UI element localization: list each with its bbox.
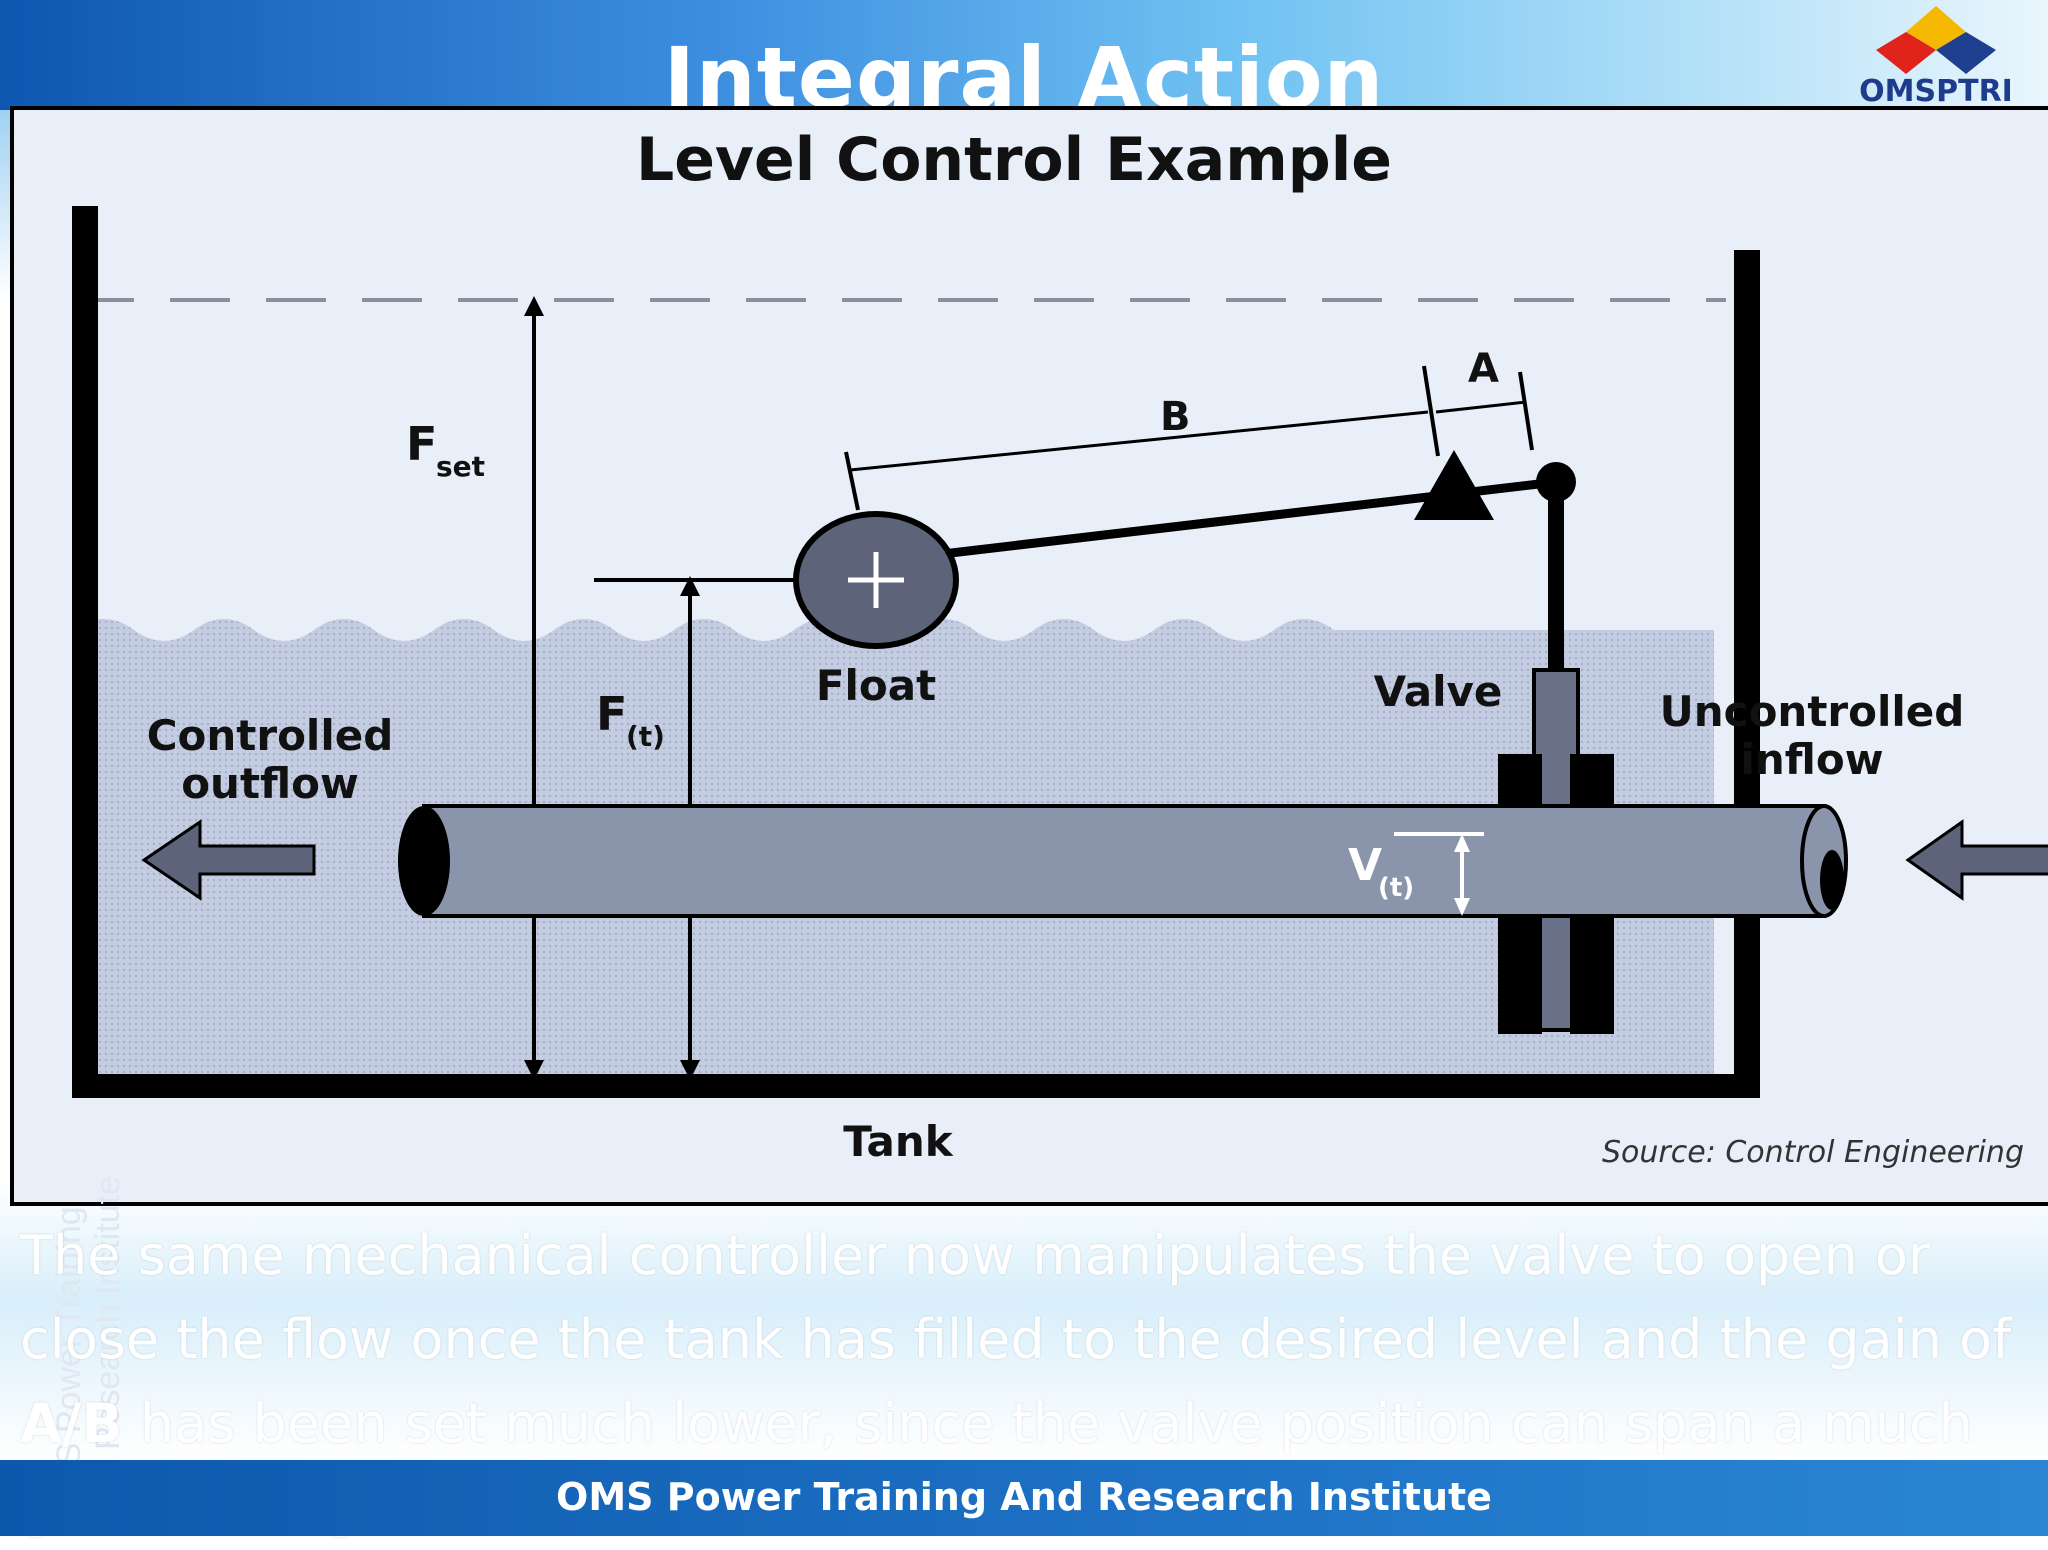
diagram-title: Level Control Example	[636, 125, 1392, 195]
dimension-tick-mid	[1422, 365, 1440, 457]
pipe-outlet-end	[398, 806, 450, 916]
controlled-outflow-label-2: outflow	[181, 759, 359, 808]
pipe-inlet-opening	[1820, 850, 1844, 910]
ft-arrow-bottom-icon	[680, 1060, 700, 1080]
inflow-arrow-icon	[1905, 819, 2048, 901]
fulcrum-triangle-icon	[1414, 450, 1494, 520]
fset-arrow-top-icon	[524, 296, 544, 316]
tank-right-wall	[1734, 250, 1760, 1098]
ft-arrow-top-icon	[680, 576, 700, 596]
ft-subscript: (t)	[626, 720, 665, 753]
body-paragraph: The same mechanical controller now manip…	[20, 1214, 2020, 1550]
dimension-tick-right	[1518, 371, 1534, 451]
float-label: Float	[816, 661, 936, 710]
vt-arrow-top-icon	[1454, 834, 1470, 852]
lever-pivot-ball	[1536, 462, 1576, 502]
fset-subscript: set	[436, 450, 485, 483]
dimension-b-label: B	[1160, 394, 1191, 440]
dimension-tick-left	[844, 451, 860, 511]
pipe-body	[422, 804, 1826, 918]
tank-bottom	[72, 1074, 1760, 1098]
footer-bar	[0, 1460, 2048, 1536]
body-text-2: gain of	[1825, 1308, 2012, 1371]
dimension-a-label: A	[1468, 346, 1499, 392]
uncontrolled-inflow-label-1: Uncontrolled	[1660, 687, 1965, 736]
source-credit: Source: Control Engineering	[1602, 1135, 2024, 1170]
outflow-arrow-icon	[141, 819, 316, 901]
controlled-outflow-label-1: Controlled	[147, 711, 394, 760]
vt-label: V	[1348, 840, 1382, 891]
vt-subscript: (t)	[1378, 873, 1414, 903]
logo-diamonds-icon	[1876, 6, 1996, 74]
tank-label: Tank	[843, 1117, 953, 1166]
valve-label: Valve	[1374, 667, 1503, 716]
body-text-1: The same mechanical controller now manip…	[20, 1224, 1931, 1371]
level-control-diagram: Level Control Example F set F (t) B A Fl…	[10, 106, 2048, 1206]
tank-left-wall	[72, 206, 98, 1098]
omsptri-logo: OMSPTRI	[1856, 2, 2016, 110]
body-text-ratio: A/B	[20, 1392, 123, 1455]
dimension-b-line	[849, 410, 1429, 472]
fset-arrow-bottom-icon	[524, 1060, 544, 1080]
fset-label: F	[406, 417, 437, 471]
dimension-a-line	[1435, 400, 1527, 414]
diagram-svg: Level Control Example F set F (t) B A Fl…	[72, 125, 2048, 1170]
ft-label: F	[596, 687, 627, 741]
logo-text: OMSPTRI	[1859, 74, 2013, 109]
title-bar	[0, 0, 2048, 110]
vt-arrow-bottom-icon	[1454, 898, 1470, 916]
uncontrolled-inflow-label-2: inflow	[1740, 735, 1883, 784]
footer-text: OMS Power Training And Research Institut…	[556, 1475, 1492, 1519]
